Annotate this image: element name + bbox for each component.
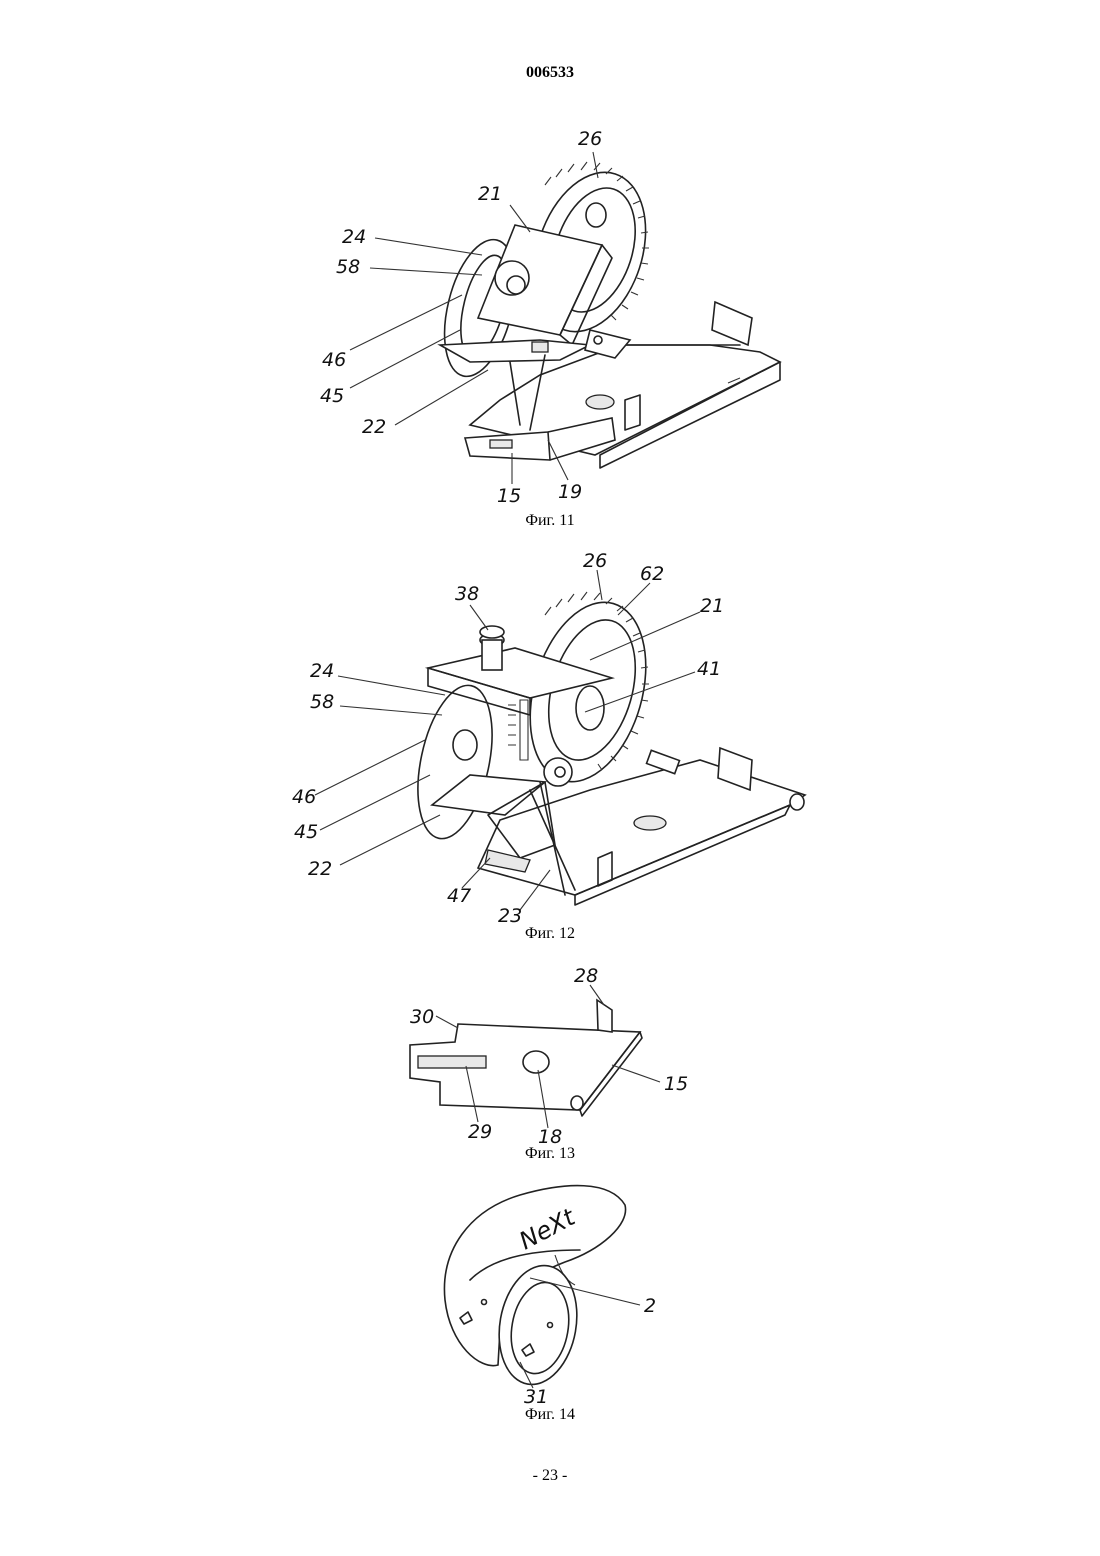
fig12-label: 22: [308, 858, 332, 880]
fig13-label: 28: [574, 965, 598, 987]
figure-12-caption: Фиг. 12: [0, 925, 1100, 943]
fig12-label: 62: [640, 563, 664, 585]
fig11-label: 24: [342, 226, 366, 248]
fig13-slider-plate: [410, 1000, 642, 1116]
fig14-cap: NeXt: [444, 1186, 625, 1391]
fig13-label: 30: [410, 1006, 434, 1028]
fig14-label: 31: [524, 1386, 548, 1408]
fig11-label: 46: [322, 349, 346, 371]
fig11-label: 21: [478, 183, 502, 205]
fig11-label: 22: [362, 416, 386, 438]
fig11-label: 15: [497, 485, 521, 507]
fig14-label: 2: [644, 1295, 656, 1317]
fig11-label: 45: [320, 385, 344, 407]
figure-11-caption: Фиг. 11: [0, 512, 1100, 530]
fig11-label: 19: [558, 481, 582, 503]
fig12-label: 38: [455, 583, 479, 605]
fig12-label: 26: [583, 550, 607, 572]
fig12-label: 46: [292, 786, 316, 808]
fig11-label: 58: [336, 256, 360, 278]
page-number: - 23 -: [0, 1467, 1100, 1485]
fig12-label: 58: [310, 691, 334, 713]
figure-14-caption: Фиг. 14: [0, 1406, 1100, 1424]
fig13-label: 15: [664, 1073, 688, 1095]
fig13-label: 29: [468, 1121, 492, 1143]
figure-13-caption: Фиг. 13: [0, 1145, 1100, 1163]
fig12-label: 23: [498, 905, 522, 927]
fig12-label: 45: [294, 821, 318, 843]
fig12-label: 47: [447, 885, 471, 907]
fig12-label: 41: [697, 658, 721, 680]
fig12-label: 21: [700, 595, 724, 617]
fig12-base-tray: [478, 748, 805, 905]
fig11-label: 26: [578, 128, 602, 150]
fig12-label: 24: [310, 660, 334, 682]
